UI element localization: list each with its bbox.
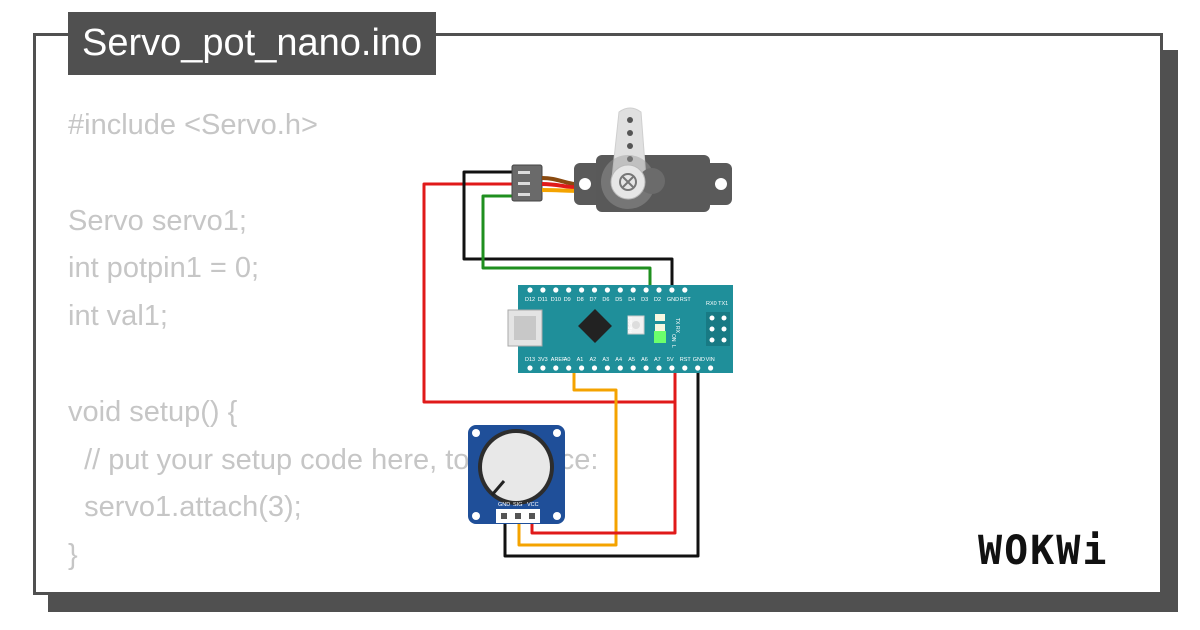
nano-pin-d6 — [604, 287, 611, 293]
nano-pin-label: A0 — [564, 357, 571, 363]
nano-pin-label: A7 — [654, 357, 661, 363]
nano-pin-a0 — [566, 365, 572, 371]
nano-pin-label: A4 — [615, 357, 622, 363]
wokwi-logo: WOKWi — [978, 528, 1109, 574]
nano-label-rx: RX — [674, 326, 680, 334]
nano-pin-label: D10 — [551, 297, 561, 303]
nano-pin-label: D7 — [590, 297, 597, 303]
nano-pin-d8 — [579, 287, 585, 293]
nano-pin-d12 — [527, 287, 533, 293]
wire-red-pot — [530, 402, 677, 535]
nano-pin-a6 — [643, 365, 649, 371]
code-line: int potpin1 = 0; — [68, 252, 260, 285]
nano-pin-label: GND — [667, 297, 679, 303]
wire-red-servo — [422, 182, 677, 404]
nano-pin-label: D8 — [577, 297, 584, 303]
nano-pin-vin — [708, 365, 714, 371]
pot-pin-label: VCC — [527, 502, 539, 508]
nano-pin-a7 — [656, 365, 662, 371]
nano-pin-label: D6 — [602, 297, 609, 303]
nano-pin-label: D11 — [538, 297, 548, 303]
nano-pin-3v3 — [540, 365, 546, 371]
nano-label-tx: TX — [674, 318, 680, 325]
code-line: servo1.attach(3); — [68, 491, 302, 524]
nano-pin-gnd — [695, 365, 701, 371]
nano-pin-5v — [669, 365, 675, 371]
nano-pin-aref — [553, 365, 559, 371]
nano-pin-label: D2 — [654, 297, 661, 303]
nano-pin-a1 — [579, 365, 585, 371]
nano-label-l: L — [670, 345, 676, 348]
nano-pin-label: D5 — [615, 297, 622, 303]
nano-pin-label: RST — [680, 357, 692, 363]
nano-pin-d3 — [643, 287, 649, 293]
nano-pin-d13 — [527, 365, 533, 371]
wire-orange-analog — [517, 368, 618, 547]
nano-pin-a5 — [630, 365, 636, 371]
nano-pin-a2 — [591, 365, 598, 371]
nano-pin-label: A1 — [577, 357, 584, 363]
code-line: void setup() { — [68, 395, 238, 428]
nano-pin-gnd — [669, 287, 675, 293]
file-title: Servo_pot_nano.ino — [68, 12, 437, 75]
nano-pin-rst — [682, 287, 688, 293]
nano-pin-label: AREF — [551, 357, 566, 363]
code-block: #include <Servo.h> Servo servo1; int pot… — [68, 102, 598, 580]
code-line: #include <Servo.h> — [68, 109, 318, 141]
nano-pin-label: D4 — [628, 297, 635, 303]
nano-pin-d11 — [540, 287, 546, 293]
nano-pin-label: A6 — [641, 357, 648, 363]
servo-motor — [511, 107, 732, 212]
nano-pin-label: A5 — [628, 357, 635, 363]
nano-pin-d9 — [566, 287, 572, 293]
nano-label-on: ON — [670, 334, 676, 342]
nano-pin-label: A3 — [602, 357, 609, 363]
nano-pin-label: 3V3 — [538, 357, 548, 363]
nano-label-reset: RESET — [628, 316, 634, 333]
nano-pin-rst — [682, 365, 688, 371]
pot-pin-label: GND — [498, 502, 510, 508]
wire-green-signal — [481, 194, 652, 290]
code-line: Servo servo1; — [68, 204, 247, 237]
nano-pin-label: D3 — [641, 297, 648, 303]
nano-pin-d2 — [656, 287, 662, 293]
nano-pin-label: GND — [693, 357, 705, 363]
nano-pin-d5 — [617, 287, 623, 293]
nano-pin-d4 — [630, 287, 636, 293]
nano-pin-label: VIN — [706, 357, 715, 363]
nano-pin-label: RST — [680, 297, 692, 303]
nano-pin-d7 — [591, 287, 598, 293]
nano-pin-label: D12 — [525, 297, 535, 303]
nano-pin-label: 5V — [667, 357, 674, 363]
nano-pin-d10 — [553, 287, 559, 293]
potentiometer: GND SIG VCC — [468, 425, 565, 524]
code-line: } — [68, 539, 78, 572]
nano-pin-a4 — [617, 365, 623, 371]
nano-pin-label: D9 — [564, 297, 571, 303]
wire-black-servo — [462, 170, 674, 290]
nano-pin-label: A2 — [590, 357, 597, 363]
nano-pin-label: RX0 TX1 — [706, 301, 728, 307]
code-line: int val1; — [68, 300, 168, 333]
nano-pin-a3 — [604, 365, 611, 371]
nano-pin-label: D13 — [525, 357, 535, 363]
pot-pin-label: SIG — [513, 502, 522, 508]
wire-black-pot — [503, 368, 700, 558]
